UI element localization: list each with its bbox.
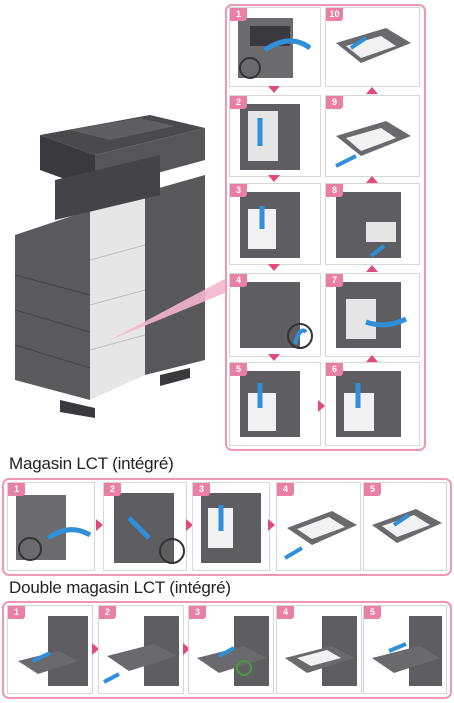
flow-arrow-down [268, 354, 280, 361]
double-lct-step-panel-1: 1 [7, 605, 93, 694]
step-badge: 4 [230, 274, 247, 287]
step-panel-8: 8 [325, 183, 420, 265]
flow-arrow-up [366, 355, 378, 362]
step-badge: 1 [230, 8, 247, 21]
flow-arrow-right [183, 643, 190, 655]
section-title-double-lct: Double magasin LCT (intégré) [9, 578, 231, 597]
step-badge: 5 [230, 363, 247, 376]
step-badge: 6 [326, 363, 343, 376]
double-lct-step-panel-2: 2 [98, 605, 184, 694]
step-badge: 7 [326, 274, 343, 287]
step-badge: 2 [104, 483, 121, 496]
flow-arrow-down [268, 86, 280, 93]
flow-arrow-right [318, 400, 325, 412]
flow-arrow-up [366, 87, 378, 94]
double-lct-step-panel-4: 4 [276, 605, 362, 694]
step-badge: 8 [326, 184, 343, 197]
step-badge: 3 [193, 483, 210, 496]
lct-step-panel-5: 5 [363, 482, 447, 571]
step-badge: 5 [364, 483, 381, 496]
double-lct-step-panel-5: 5 [363, 605, 447, 694]
lct-step-panel-3: 3 [192, 482, 270, 571]
step-badge: 9 [326, 96, 343, 109]
lct-step-panel-4: 4 [276, 482, 361, 571]
step-badge: 3 [230, 184, 247, 197]
step-panel-7: 7 [325, 273, 420, 357]
step-badge: 2 [230, 96, 247, 109]
step-badge: 4 [277, 483, 294, 496]
section-title-lct: Magasin LCT (intégré) [9, 454, 174, 473]
step-panel-2: 2 [229, 95, 321, 177]
step-badge: 3 [189, 606, 206, 619]
flow-arrow-up [366, 265, 378, 272]
step-panel-10: 10 [325, 7, 420, 87]
flow-arrow-down [268, 264, 280, 271]
step-panel-5: 5 [229, 362, 321, 446]
lct-step-panel-1: 1 [7, 482, 95, 571]
copier-illustration [0, 100, 230, 430]
step-panel-6: 6 [325, 362, 420, 446]
step-panel-3: 3 [229, 183, 321, 265]
step-badge: 1 [8, 606, 25, 619]
flow-arrow-right [92, 643, 99, 655]
flow-arrow-right [96, 519, 103, 531]
step-badge: 1 [8, 483, 25, 496]
step-badge: 2 [99, 606, 116, 619]
step-panel-1: 1 [229, 7, 321, 87]
lct-step-panel-2: 2 [103, 482, 187, 571]
flow-arrow-right [268, 519, 275, 531]
flow-arrow-right [186, 519, 193, 531]
step-badge: 5 [364, 606, 381, 619]
flow-arrow-up [366, 176, 378, 183]
flow-arrow-down [268, 175, 280, 182]
step-badge: 4 [277, 606, 294, 619]
step-panel-9: 9 [325, 95, 420, 177]
double-lct-step-panel-3: 3 [188, 605, 274, 694]
step-panel-4: 4 [229, 273, 321, 357]
step-badge: 10 [326, 8, 343, 21]
